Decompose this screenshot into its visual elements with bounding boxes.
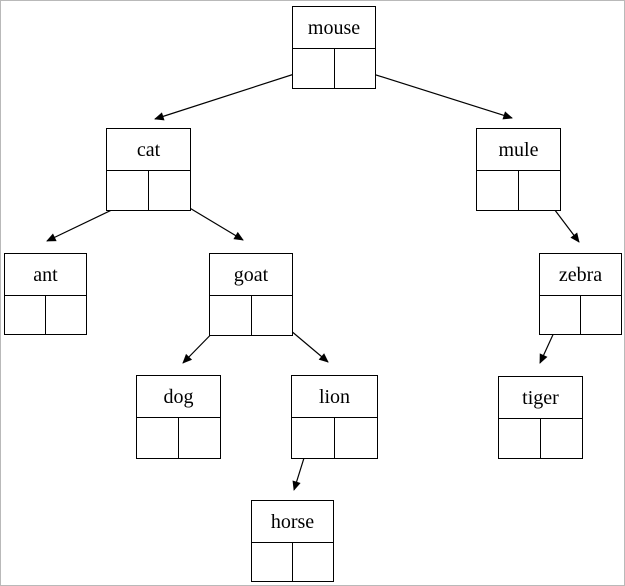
node-pointer-cells — [210, 296, 292, 335]
tree-node-zebra: zebra — [539, 253, 622, 335]
tree-node-goat: goat — [209, 253, 293, 336]
node-right-pointer-cell — [541, 419, 582, 458]
node-right-pointer-cell — [335, 418, 377, 458]
node-pointer-cells — [540, 296, 621, 334]
node-label-ant: ant — [5, 254, 86, 296]
node-pointer-cells — [107, 171, 190, 210]
node-label-horse: horse — [252, 501, 333, 543]
node-left-pointer-cell — [499, 419, 541, 458]
node-left-pointer-cell — [293, 49, 335, 88]
node-right-pointer-cell — [519, 171, 560, 210]
node-right-pointer-cell — [179, 418, 220, 458]
tree-node-ant: ant — [4, 253, 87, 335]
node-left-pointer-cell — [292, 418, 335, 458]
node-right-pointer-cell — [46, 296, 86, 334]
node-pointer-cells — [477, 171, 560, 210]
tree-node-tiger: tiger — [498, 376, 583, 459]
node-right-pointer-cell — [293, 543, 333, 581]
node-label-mule: mule — [477, 129, 560, 171]
node-pointer-cells — [499, 419, 582, 458]
node-pointer-cells — [293, 49, 375, 88]
tree-node-mule: mule — [476, 128, 561, 211]
node-label-dog: dog — [137, 376, 220, 418]
tree-node-lion: lion — [291, 375, 378, 459]
node-pointer-cells — [292, 418, 377, 458]
node-right-pointer-cell — [335, 49, 376, 88]
node-left-pointer-cell — [252, 543, 293, 581]
node-left-pointer-cell — [540, 296, 581, 334]
node-label-mouse: mouse — [293, 7, 375, 49]
node-pointer-cells — [252, 543, 333, 581]
node-label-tiger: tiger — [499, 377, 582, 419]
edge-mouse-cat — [154, 67, 314, 121]
node-left-pointer-cell — [137, 418, 179, 458]
node-right-pointer-cell — [252, 296, 293, 335]
node-label-goat: goat — [210, 254, 292, 296]
tree-node-dog: dog — [136, 375, 221, 459]
node-right-pointer-cell — [581, 296, 621, 334]
tree-node-cat: cat — [106, 128, 191, 211]
node-label-zebra: zebra — [540, 254, 621, 296]
node-left-pointer-cell — [5, 296, 46, 334]
node-right-pointer-cell — [149, 171, 190, 210]
node-left-pointer-cell — [477, 171, 519, 210]
node-left-pointer-cell — [107, 171, 149, 210]
node-label-lion: lion — [292, 376, 377, 418]
tree-node-horse: horse — [251, 500, 334, 582]
node-pointer-cells — [137, 418, 220, 458]
node-left-pointer-cell — [210, 296, 252, 335]
edge-mouse-mule — [353, 67, 513, 120]
tree-node-mouse: mouse — [292, 6, 376, 89]
node-label-cat: cat — [107, 129, 190, 171]
node-pointer-cells — [5, 296, 86, 334]
